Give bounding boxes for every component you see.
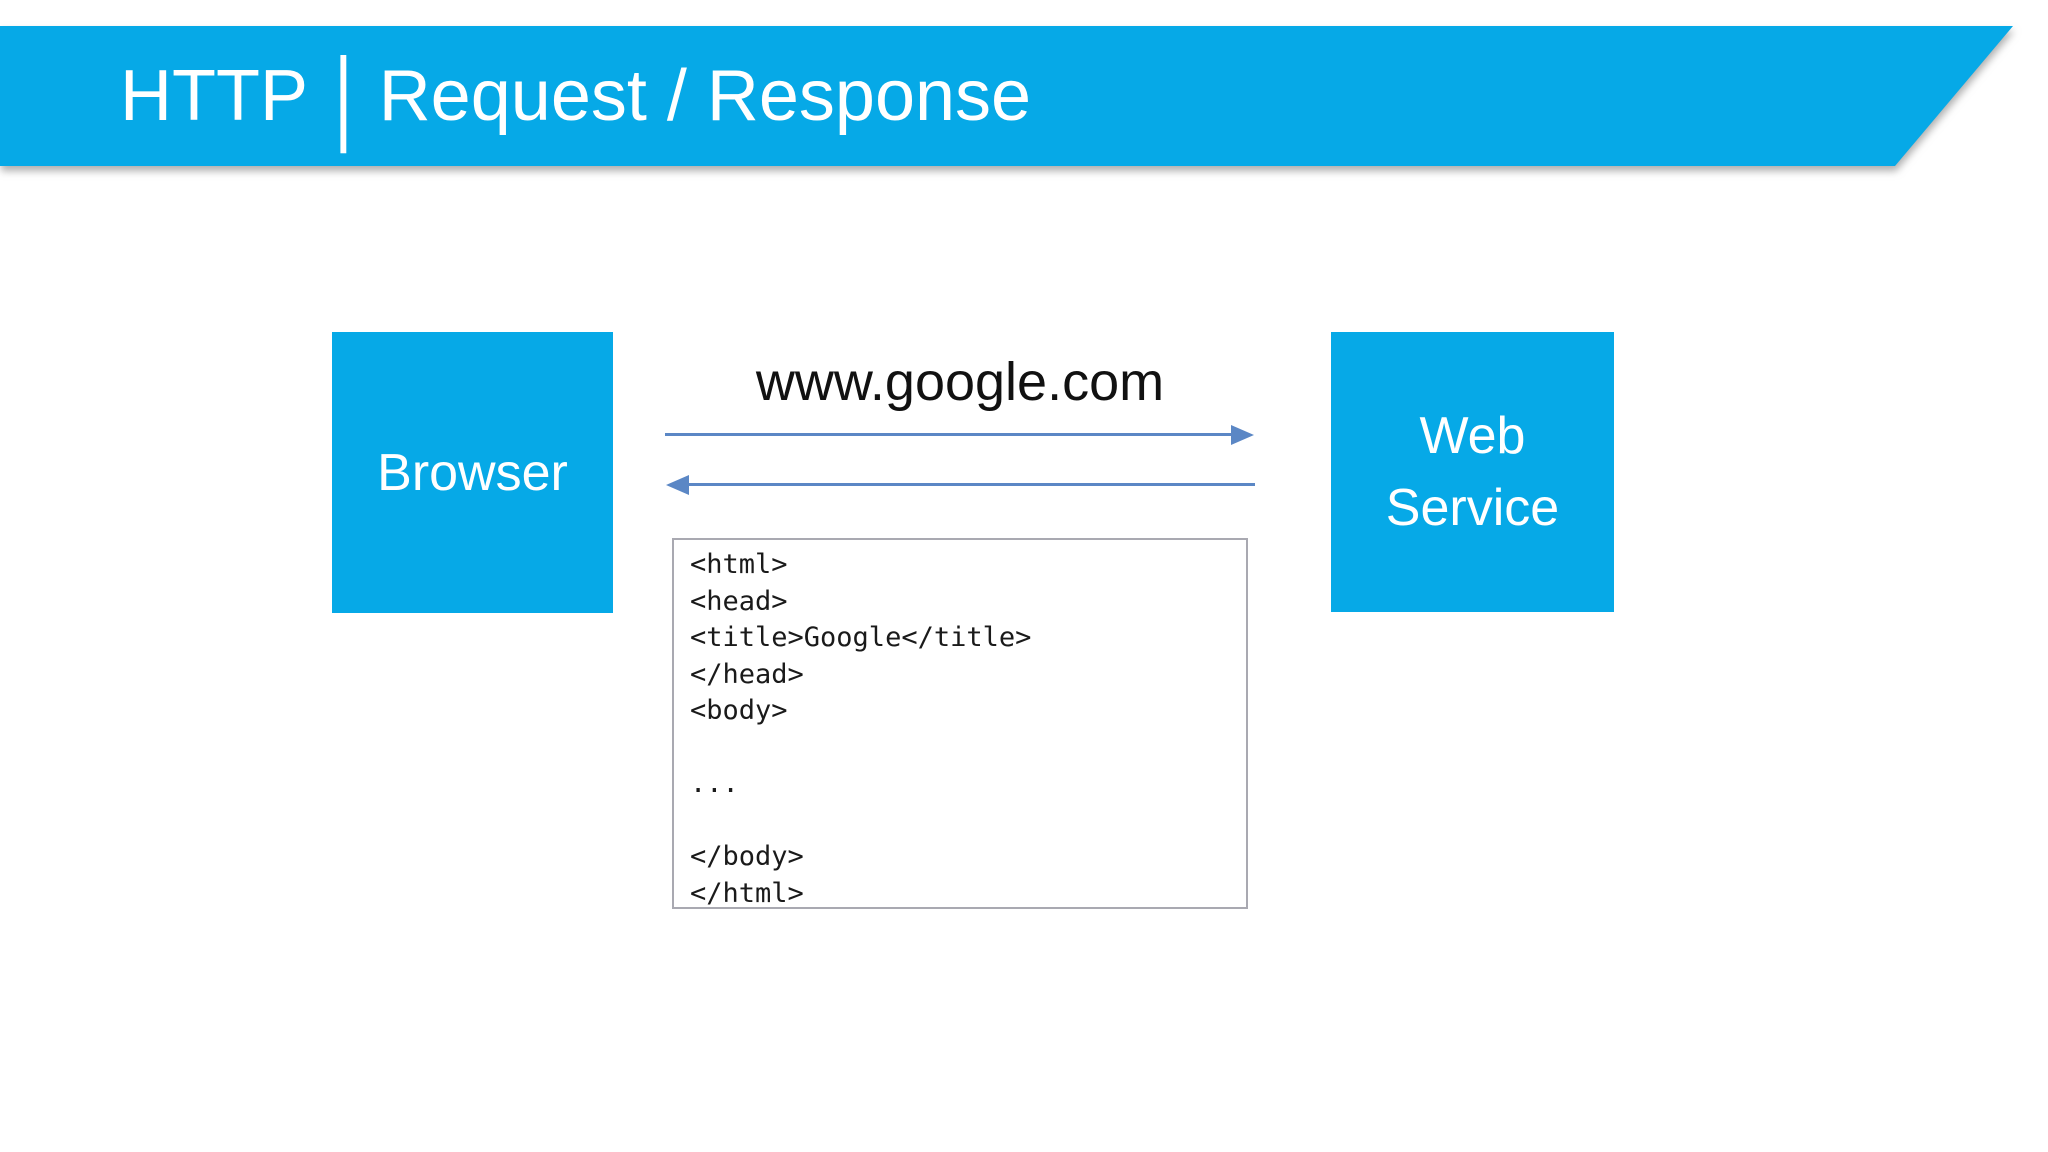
slide-title: HTTP | Request / Response (120, 26, 1031, 166)
browser-node: Browser (332, 332, 613, 613)
html-code-box: <html> <head> <title>Google</title> </he… (672, 538, 1248, 909)
request-arrow-line (665, 433, 1233, 436)
title-banner (0, 26, 2048, 166)
web-service-node: Web Service (1331, 332, 1614, 612)
html-code: <html> <head> <title>Google</title> </he… (690, 549, 1032, 909)
arrow-left-icon (666, 475, 689, 495)
browser-node-label: Browser (377, 443, 568, 502)
web-service-node-label-line2: Service (1385, 479, 1560, 537)
arrow-right-icon (1231, 425, 1254, 445)
title-separator: | (333, 38, 353, 154)
url-label: www.google.com (755, 352, 1165, 412)
slide-title-left: HTTP (120, 56, 308, 136)
slide-title-right: Request / Response (378, 56, 1032, 136)
response-arrow-line (689, 483, 1255, 486)
web-service-node-label-line1: Web (1419, 407, 1526, 465)
title-banner-shape (0, 26, 2013, 166)
